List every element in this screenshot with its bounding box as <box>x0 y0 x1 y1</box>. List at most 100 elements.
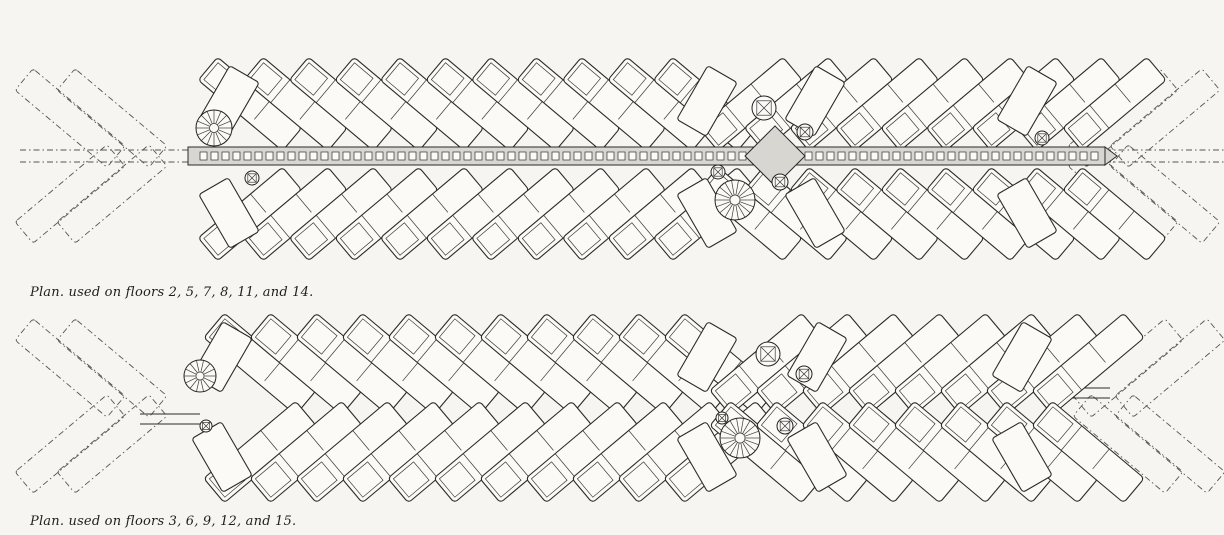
room-outline <box>346 461 384 498</box>
column-square <box>287 151 296 161</box>
elevator-car <box>774 176 786 188</box>
stair-tread <box>735 180 739 196</box>
room-outline <box>346 318 384 355</box>
partition-line <box>663 100 680 120</box>
partition-line <box>907 189 928 213</box>
apartment-unit <box>472 58 574 150</box>
stair-tread <box>201 130 212 141</box>
stair-tread <box>197 129 210 136</box>
column-square <box>705 151 714 161</box>
partition-line <box>634 79 655 103</box>
partition-line <box>1069 83 1086 103</box>
apartment-unit <box>1032 314 1144 414</box>
apartment-unit <box>244 58 347 150</box>
elevator-cross <box>1037 133 1047 143</box>
room-outline <box>760 373 798 410</box>
column-square <box>727 151 736 161</box>
column-square <box>265 151 274 161</box>
adjacent-wing <box>57 145 167 243</box>
partition-line <box>370 453 393 479</box>
stair-tread <box>189 363 198 374</box>
room-outline <box>840 172 875 206</box>
column-square <box>628 151 637 161</box>
column-square <box>331 151 340 161</box>
partition-line <box>481 100 498 120</box>
room-outline <box>294 62 329 96</box>
partition-line <box>634 215 655 239</box>
plan-caption-top: Plan. used on floors 2, 5, 7, 8, 11, and… <box>30 285 314 300</box>
partition-line <box>270 79 291 103</box>
room-outline <box>567 62 602 96</box>
partition-line <box>1114 83 1131 103</box>
room-outline <box>476 222 511 256</box>
adjacent-wing <box>1073 395 1183 493</box>
stair-tread <box>739 201 754 208</box>
stair-tread <box>736 418 740 434</box>
stair-tread <box>743 440 756 452</box>
elevator-shaft <box>715 411 729 425</box>
stair-tread <box>202 378 211 389</box>
stair-tread <box>731 204 735 220</box>
partition-line <box>646 337 669 363</box>
partition-line <box>582 430 600 451</box>
adjacent-building-outline <box>15 69 125 243</box>
spiral-stair <box>195 109 233 147</box>
stair-tread <box>203 368 215 375</box>
adjacent-building-outline <box>57 69 167 243</box>
column-square <box>452 151 461 161</box>
apartment-outline <box>1063 58 1166 150</box>
partition-line <box>356 360 374 382</box>
partition-line <box>586 360 604 382</box>
partition-line <box>679 79 700 103</box>
room-outline <box>567 222 602 256</box>
column-square <box>969 151 978 161</box>
column-square <box>408 151 417 161</box>
partition-line <box>1089 105 1110 129</box>
column-square <box>397 151 406 161</box>
column-square <box>639 151 648 161</box>
column-square <box>892 151 901 161</box>
elevator-car <box>718 414 726 422</box>
stair-tread <box>744 430 759 437</box>
stair-tread <box>738 186 751 198</box>
column-square <box>815 151 824 161</box>
partition-line <box>679 215 700 239</box>
room-outline <box>852 406 890 443</box>
stair-tread <box>737 204 746 218</box>
column-square <box>529 151 538 161</box>
adjacent-wing <box>1110 145 1220 243</box>
stair-tread <box>218 129 231 136</box>
column-square <box>936 151 945 161</box>
column-square <box>485 151 494 161</box>
room-outline <box>931 172 966 206</box>
partition-line <box>494 360 512 382</box>
partition-line <box>352 430 370 451</box>
core-outline <box>677 66 737 136</box>
room-outline <box>612 62 647 96</box>
partition-line <box>523 193 540 213</box>
partition-line <box>1046 448 1064 470</box>
partition-line <box>1060 425 1083 451</box>
partition-line <box>1088 342 1106 363</box>
adjacent-wing <box>15 145 125 243</box>
room-outline <box>714 373 752 410</box>
elevator-car <box>779 420 791 432</box>
partition-line <box>452 79 473 103</box>
adjacent-building-outline <box>1110 69 1220 243</box>
partition-line <box>1060 365 1083 391</box>
partition-line <box>306 430 324 451</box>
room-outline <box>944 373 982 410</box>
elevator-shaft <box>751 95 777 121</box>
stair-tread <box>736 442 740 458</box>
stair-tread <box>740 442 744 458</box>
elevator-car <box>756 100 772 116</box>
column-square <box>617 151 626 161</box>
partition-line <box>968 365 991 391</box>
column-square <box>463 151 472 161</box>
column-square <box>419 151 428 161</box>
elevator-cross <box>247 173 257 183</box>
column-square <box>903 151 912 161</box>
column-square <box>958 151 967 161</box>
stair-tread <box>216 115 227 126</box>
floor-plan-bottom-drawing <box>15 314 1224 502</box>
